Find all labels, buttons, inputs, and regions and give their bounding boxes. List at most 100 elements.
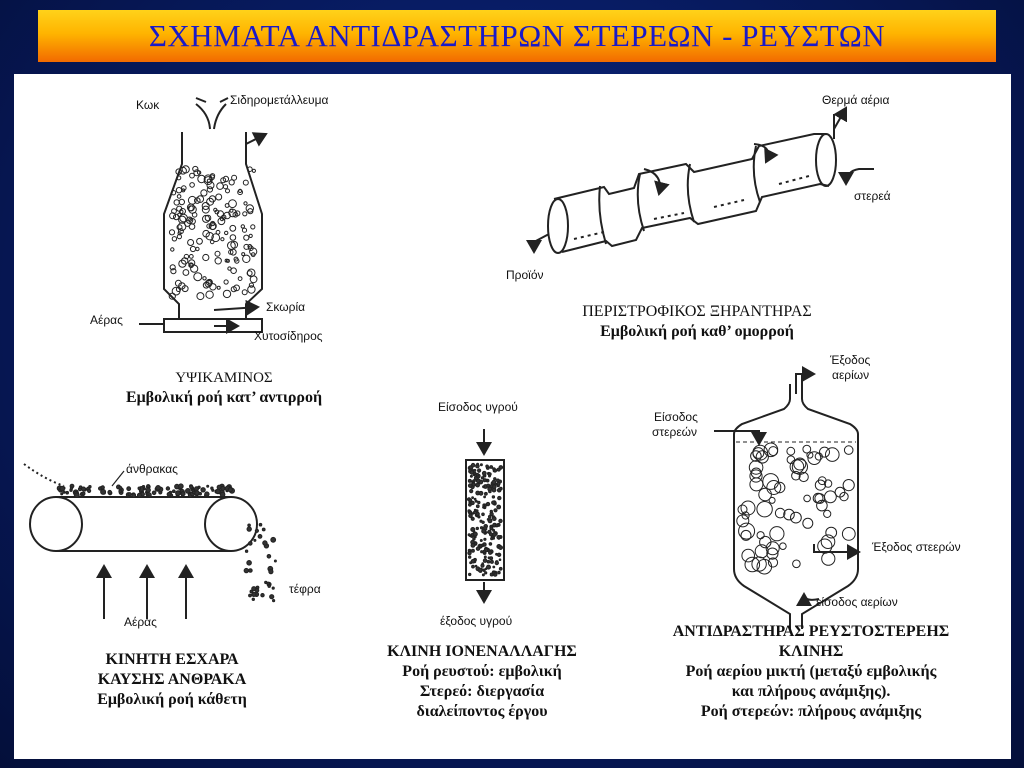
texture-dot [491, 495, 496, 499]
texture-dot [802, 517, 814, 529]
texture-dot [209, 223, 217, 231]
texture-dot [478, 490, 484, 496]
texture-dot [483, 537, 487, 541]
texture-dot [172, 489, 176, 494]
texture-dot [230, 240, 239, 249]
texture-dot [178, 215, 187, 224]
texture-dot [473, 468, 477, 472]
texture-dot [477, 468, 482, 473]
texture-dot [227, 487, 233, 493]
texture-dot [222, 175, 230, 183]
texture-dot [242, 211, 248, 217]
texture-dot [227, 241, 236, 250]
texture-dot [166, 491, 172, 497]
texture-dot [472, 531, 478, 537]
texture-dot [179, 208, 186, 215]
texture-dot [216, 285, 221, 290]
texture-dot [88, 485, 92, 489]
texture-dot [467, 533, 471, 537]
texture-dot [242, 179, 249, 186]
texture-dot [228, 199, 237, 209]
ion-exchange-solid-2: διαλείποντος έργου [416, 703, 548, 720]
texture-dot [270, 536, 277, 543]
texture-dot [841, 527, 856, 541]
texture-dot [488, 550, 493, 555]
texture-dot [467, 483, 473, 488]
texture-dot [497, 495, 502, 501]
texture-dot [491, 500, 496, 505]
texture-dot [812, 492, 824, 504]
texture-dot [814, 479, 827, 491]
texture-dot [737, 504, 748, 515]
blast-furnace-packing [168, 165, 258, 301]
texture-dot [201, 205, 210, 214]
texture-dot [492, 528, 496, 532]
texture-dot [170, 190, 177, 196]
texture-dot [741, 548, 756, 563]
texture-dot [487, 515, 492, 519]
texture-dot [481, 470, 487, 476]
texture-dot [87, 488, 92, 493]
coal-label: άνθρακας [126, 462, 178, 476]
texture-dot [475, 472, 480, 477]
texture-dot [492, 565, 496, 569]
texture-dot [230, 267, 237, 274]
texture-dot [481, 512, 485, 517]
texture-dot [244, 549, 249, 553]
texture-dot [798, 471, 809, 483]
texture-dot [203, 174, 213, 184]
texture-dot [177, 231, 182, 236]
texture-dot [783, 508, 795, 521]
texture-dot [490, 537, 494, 541]
texture-dot [146, 494, 150, 498]
texture-dot [222, 289, 232, 299]
texture-dot [224, 230, 229, 236]
texture-dot [477, 567, 483, 573]
texture-dot [792, 559, 801, 569]
texture-dot [254, 528, 259, 533]
texture-dot [241, 289, 248, 296]
texture-dot [267, 584, 271, 588]
texture-dot [216, 210, 224, 218]
texture-dot [248, 541, 253, 546]
page-title: ΣΧΗΜΑΤΑ ΑΝΤΙΔΡΑΣΤΗΡΩΝ ΣΤΕΡΕΩΝ - ΡΕΥΣΤΩΝ [148, 18, 886, 53]
texture-dot [168, 292, 176, 300]
texture-dot [273, 559, 277, 563]
texture-dot [261, 527, 266, 532]
texture-dot [491, 479, 497, 485]
texture-dot [202, 276, 207, 281]
texture-dot [131, 493, 137, 498]
texture-dot [187, 239, 195, 246]
texture-dot [177, 212, 182, 218]
texture-dot [472, 537, 476, 541]
texture-dot [200, 189, 208, 197]
texture-dot [481, 528, 487, 534]
texture-dot [211, 233, 221, 243]
texture-dot [469, 489, 474, 494]
ore-label: Σιδηρομετάλλευμα [230, 93, 329, 107]
texture-dot [206, 197, 215, 206]
texture-dot [496, 481, 501, 486]
texture-dot [767, 557, 779, 568]
texture-dot [248, 593, 252, 598]
texture-dot [205, 290, 214, 299]
texture-dot [165, 486, 171, 491]
texture-dot [268, 569, 274, 575]
texture-dot [779, 542, 787, 551]
texture-dot [243, 201, 248, 206]
texture-dot [483, 555, 487, 559]
texture-dot [485, 464, 489, 469]
texture-dot [264, 580, 268, 585]
texture-dot [791, 470, 801, 481]
texture-dot [233, 256, 239, 262]
texture-dot [197, 485, 201, 489]
rotary-dryer-title: ΠΕΡΙΣΤΡΟΦΙΚΟΣ ΞΗΡΑΝΤΗΡΑΣ [582, 303, 812, 320]
texture-dot [486, 559, 491, 564]
texture-dot [118, 489, 122, 494]
texture-dot [272, 599, 276, 603]
texture-dot [750, 450, 762, 462]
texture-dot [488, 489, 492, 494]
ion-exchange-caption: ΚΛΙΝΗ ΙΟΝΕΝΑΛΛΑΓΗΣ Ροή ρευστού: εμβολική… [344, 642, 620, 722]
texture-dot [248, 233, 253, 238]
rotary-dryer-flow: Εμβολική ροή καθ’ ομορροή [600, 323, 794, 340]
